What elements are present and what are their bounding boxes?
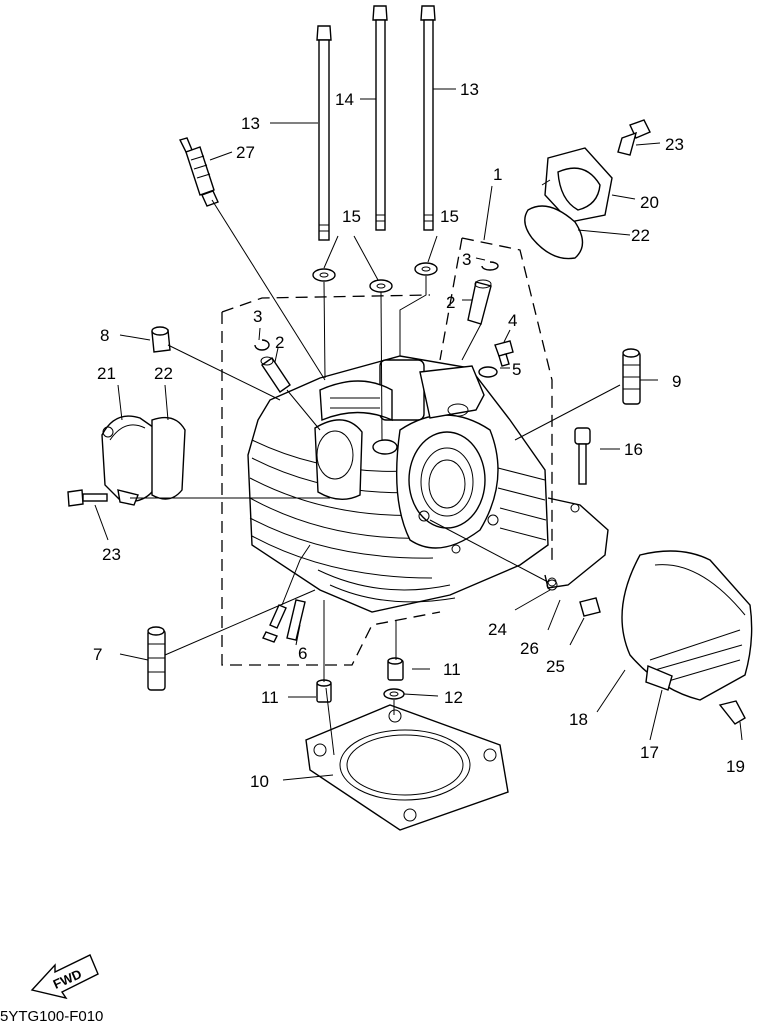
callout-5: 5 (512, 360, 521, 379)
stud-bolt-14 (372, 5, 388, 231)
dowel-pin-8 (151, 326, 171, 353)
bolt-23-left (67, 489, 108, 507)
bolt-4 (494, 340, 514, 367)
callout-3-right: 3 (462, 250, 471, 269)
dowel-pin-11-right (387, 657, 404, 681)
callout-6: 6 (298, 644, 307, 663)
spark-plug-27 (178, 137, 219, 207)
callout-22-right: 22 (631, 226, 650, 245)
o-ring-12 (383, 688, 405, 700)
callout-21: 21 (97, 364, 116, 383)
assembly-boundary-right (439, 237, 553, 560)
dowel-pin-9 (622, 348, 641, 405)
callout-1: 1 (493, 165, 502, 184)
callout-3-left: 3 (253, 307, 262, 326)
stud-bolt-13-left (316, 25, 332, 241)
circlip-3-right (481, 261, 499, 271)
cylinder-head-1 (247, 355, 549, 613)
bolt-19 (718, 700, 746, 725)
bolts-6 (262, 599, 306, 643)
callout-17: 17 (640, 743, 659, 762)
callout-16: 16 (624, 440, 643, 459)
washer-15-a (312, 268, 336, 282)
cylinder-head-gasket-10 (305, 704, 509, 831)
drawing-code: 5YTG100-F010 (0, 1008, 104, 1025)
callout-20: 20 (640, 193, 659, 212)
callout-24: 24 (488, 620, 507, 639)
callout-26: 26 (520, 639, 539, 658)
callout-18: 18 (569, 710, 588, 729)
gasket-22-right (524, 205, 584, 260)
callout-15-left: 15 (342, 207, 361, 226)
callout-25: 25 (546, 657, 565, 676)
callout-7: 7 (93, 645, 102, 664)
circlip-3-left (254, 339, 270, 351)
callout-12: 12 (444, 688, 463, 707)
callout-14: 14 (335, 90, 354, 109)
bolt-25 (579, 597, 601, 617)
callout-23-left: 23 (102, 545, 121, 564)
callout-11-left: 11 (261, 688, 279, 707)
valve-guide-2-left (260, 356, 291, 393)
callout-27: 27 (236, 143, 255, 162)
stud-bolt-13-right (420, 5, 436, 231)
callout-11-right: 11 (443, 660, 461, 679)
callout-19: 19 (726, 757, 745, 776)
callout-2-right: 2 (446, 293, 455, 312)
callout-4: 4 (508, 311, 517, 330)
leader-lines (94, 88, 743, 781)
callout-13-left: 13 (241, 114, 260, 133)
callout-numbers: 1 2 2 3 3 4 5 6 7 8 9 10 11 11 12 13 13 … (93, 80, 745, 791)
callout-15-right: 15 (440, 207, 459, 226)
bolt-23-right (617, 119, 651, 156)
callout-2-left: 2 (275, 333, 284, 352)
intake-joint-20 (541, 147, 613, 223)
callout-8: 8 (100, 326, 109, 345)
washer-15-c (414, 262, 438, 276)
callout-9: 9 (672, 372, 681, 391)
gasket-22-left (151, 416, 186, 500)
gasket-24 (544, 497, 609, 589)
cylinder-head-side-cover-18 (621, 550, 753, 701)
dowel-pin-7 (147, 626, 166, 691)
assembly-boundary-left (221, 294, 441, 666)
valve-guide-2-right (467, 279, 492, 325)
bolt-16 (574, 427, 591, 485)
callout-10: 10 (250, 772, 269, 791)
washer-26 (546, 579, 558, 591)
callout-23-right: 23 (665, 135, 684, 154)
washer-15-b (369, 279, 393, 293)
forward-direction-arrow: FWD (30, 954, 99, 1000)
callout-22-left: 22 (154, 364, 173, 383)
callout-13-right: 13 (460, 80, 479, 99)
washer-5 (478, 366, 498, 378)
dowel-pin-11-left (316, 679, 332, 703)
